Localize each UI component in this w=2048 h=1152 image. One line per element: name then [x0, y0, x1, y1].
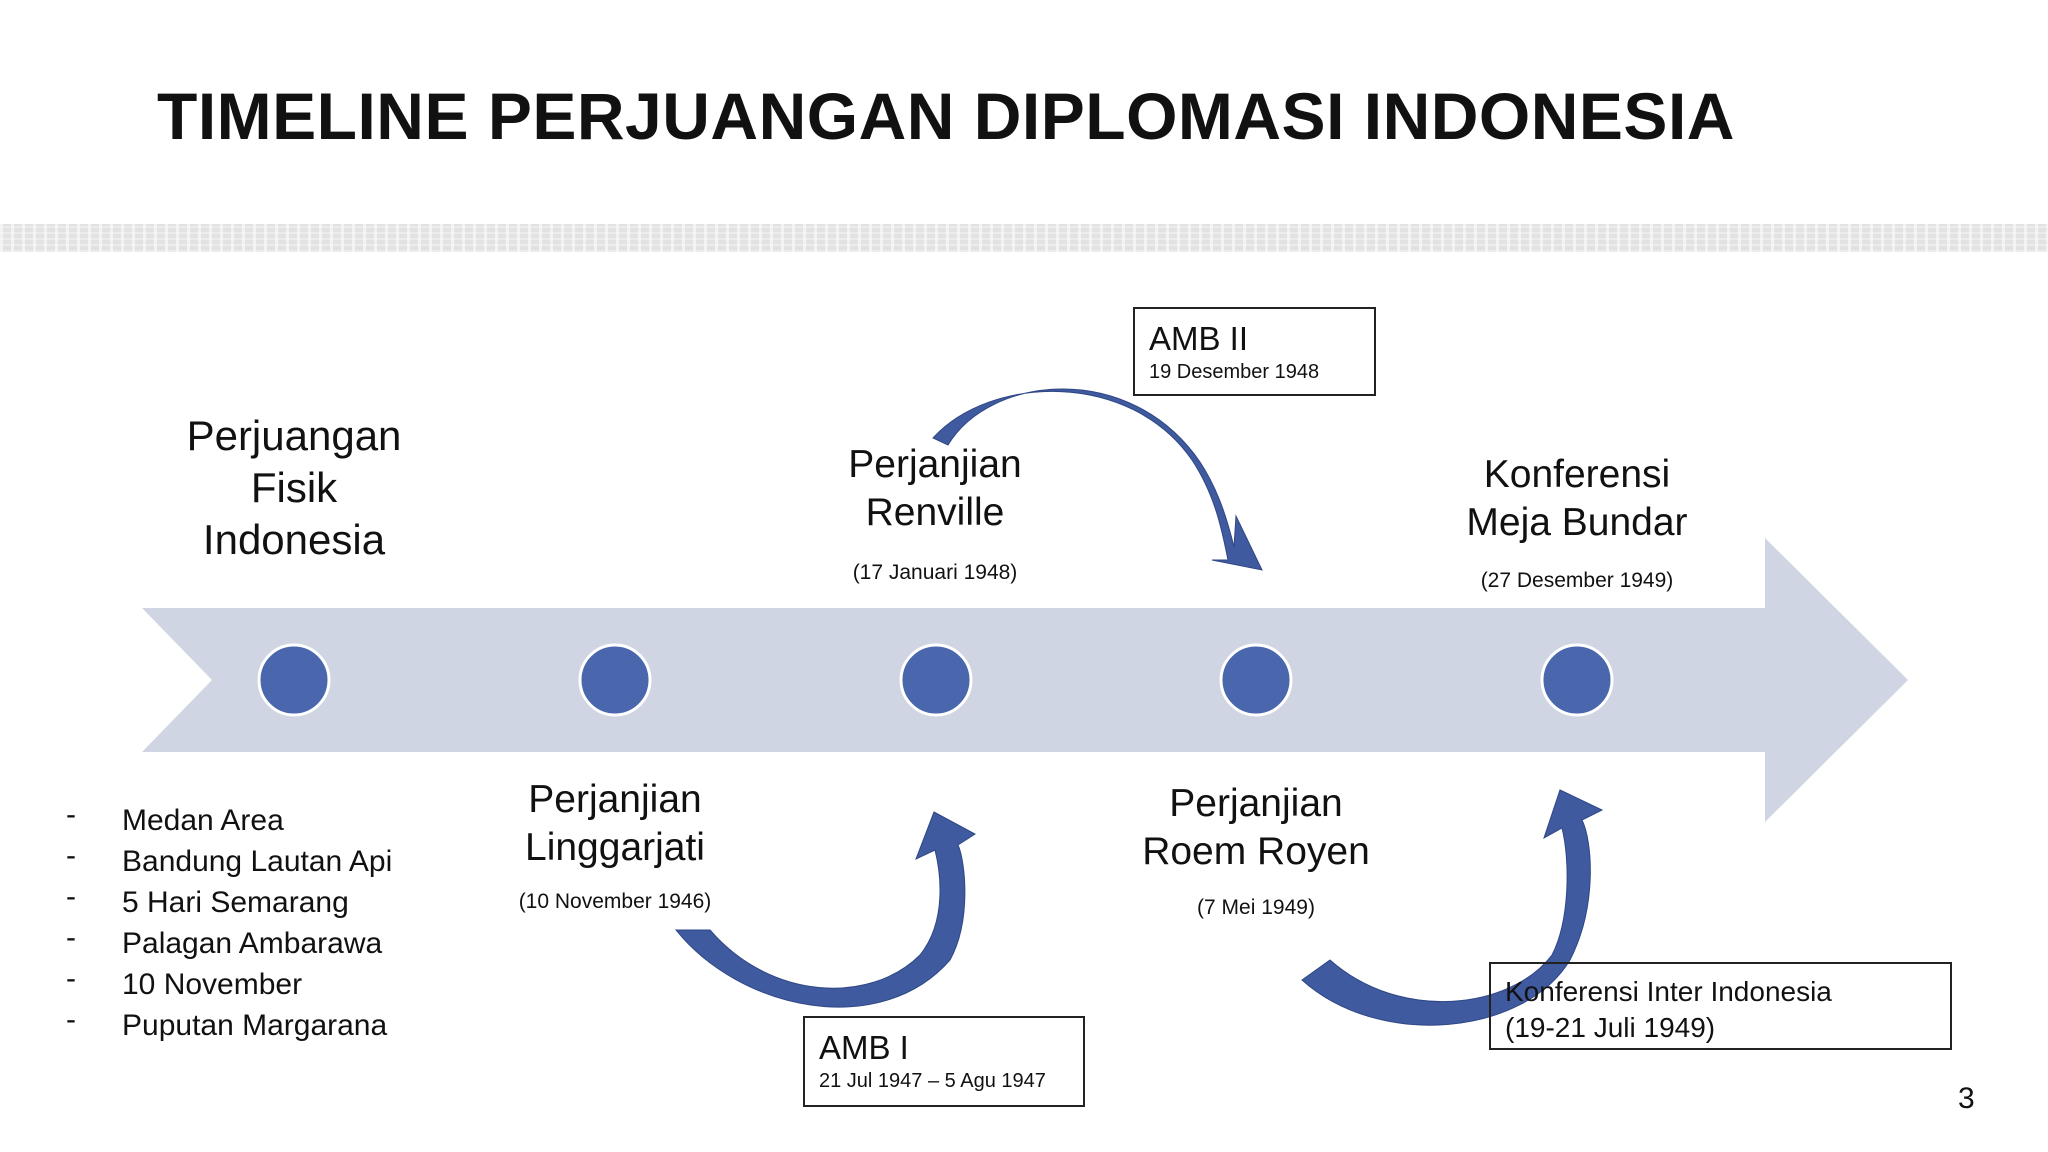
- event-date: (19-21 Juli 1949): [1505, 1012, 1716, 1043]
- decorative-texture-band: [0, 224, 2048, 252]
- list-bullet: -: [66, 798, 76, 831]
- milestone-label-line: Renville: [865, 491, 1005, 534]
- perjuangan-fisik-list: - Medan Area - Bandung Lautan Api - 5 Hari …: [60, 798, 393, 1046]
- list-item: - 5 Hari Semarang: [60, 880, 392, 923]
- list-item: - Medan Area: [60, 798, 392, 841]
- milestone-label-roem-royen: Perjanjian Roem Royen (7 Mei 1949): [1106, 780, 1406, 922]
- list-item: - 10 November: [60, 962, 392, 1005]
- list-item: - Palagan Ambarawa: [60, 921, 392, 964]
- milestone-label-line: Perjuangan: [186, 412, 402, 459]
- milestone-dot: [257, 643, 331, 717]
- milestone-dot: [1219, 643, 1293, 717]
- milestone-label-line: Roem Royen: [1142, 830, 1370, 873]
- milestone-label-line: Perjanjian: [848, 443, 1022, 486]
- list-item: - Bandung Lautan Api: [60, 839, 393, 882]
- event-date: 21 Jul 1947 – 5 Agu 1947: [819, 1070, 1046, 1092]
- timeline-arrow-band: [142, 538, 1908, 822]
- curved-arrow-kii: [1301, 789, 1604, 1026]
- list-item-text: Bandung Lautan Api: [122, 845, 393, 878]
- milestone-label-line: Indonesia: [202, 516, 386, 563]
- list-bullet: -: [66, 921, 76, 954]
- milestone-label-renville: Perjanjian Renville (17 Januari 1948): [790, 441, 1080, 587]
- milestone-label-line: Linggarjati: [525, 826, 705, 869]
- curved-arrow-amb-i: [674, 811, 976, 1008]
- milestone-dot: [1540, 643, 1614, 717]
- event-title: AMB II: [1149, 320, 1249, 357]
- milestone-date: (27 Desember 1949): [1480, 569, 1674, 592]
- milestone-label-perjuangan-fisik: Perjuangan Fisik Indonesia: [134, 410, 454, 566]
- event-box-amb-i: AMB I 21 Jul 1947 – 5 Agu 1947: [803, 1016, 1085, 1107]
- page-number: 3: [1958, 1082, 1975, 1115]
- milestone-label-line: Perjanjian: [1169, 782, 1343, 825]
- milestone-date: (10 November 1946): [518, 890, 712, 913]
- event-date: 19 Desember 1948: [1149, 361, 1320, 383]
- list-item-text: Palagan Ambarawa: [122, 927, 383, 960]
- milestone-date: (7 Mei 1949): [1197, 896, 1315, 919]
- list-bullet: -: [66, 880, 76, 913]
- milestone-label-line: Perjanjian: [528, 778, 702, 821]
- slide-title: TIMELINE PERJUANGAN DIPLOMASI INDONESIA: [157, 79, 1735, 153]
- event-box-amb-ii: AMB II 19 Desember 1948: [1133, 307, 1376, 396]
- milestone-date: (17 Januari 1948): [852, 561, 1018, 584]
- curved-arrow-amb-ii: [932, 388, 1263, 571]
- milestone-label-line: Fisik: [250, 464, 338, 511]
- list-item-text: Puputan Margarana: [122, 1009, 388, 1042]
- list-bullet: -: [66, 1003, 76, 1036]
- milestone-label-line: Konferensi: [1483, 453, 1671, 496]
- event-title: Konferensi Inter Indonesia: [1505, 976, 1832, 1007]
- event-title: AMB I: [819, 1029, 909, 1066]
- milestone-label-linggarjati: Perjanjian Linggarjati (10 November 1946…: [470, 776, 760, 916]
- list-item-text: Medan Area: [122, 804, 284, 837]
- milestone-label-kmb: Konferensi Meja Bundar (27 Desember 1949…: [1427, 451, 1727, 595]
- milestone-label-line: Meja Bundar: [1466, 501, 1688, 544]
- list-bullet: -: [66, 839, 76, 872]
- event-box-konferensi-inter-indonesia: Konferensi Inter Indonesia (19-21 Juli 1…: [1489, 962, 1952, 1050]
- milestone-dot: [578, 643, 652, 717]
- list-item: - Puputan Margarana: [60, 1003, 392, 1046]
- list-item-text: 10 November: [122, 968, 303, 1001]
- milestone-dot: [899, 643, 973, 717]
- list-bullet: -: [66, 962, 76, 995]
- list-item-text: 5 Hari Semarang: [122, 886, 349, 919]
